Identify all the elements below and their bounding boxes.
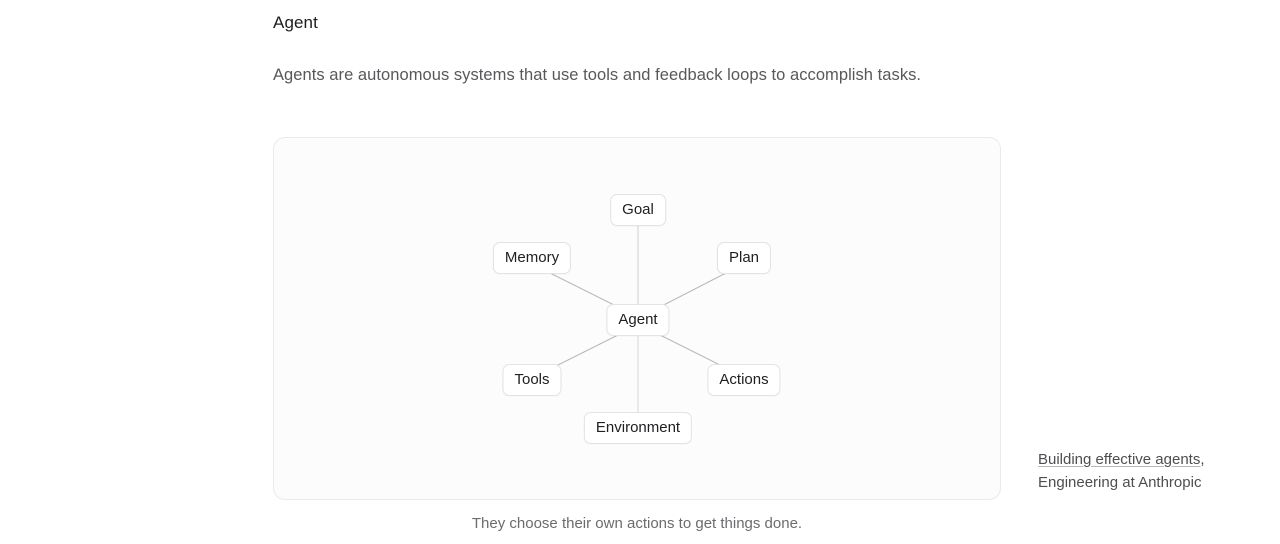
citation-block: Building effective agents, Engineering a…	[1038, 448, 1268, 494]
diagram-node-memory[interactable]: Memory	[492, 242, 572, 274]
edge-agent-actions	[653, 331, 725, 368]
citation-link[interactable]: Building effective agents	[1038, 451, 1201, 468]
diagram-node-agent[interactable]: Agent	[606, 304, 670, 336]
edge-agent-tools	[553, 331, 625, 368]
intro-paragraph: Agents are autonomous systems that use t…	[273, 66, 922, 84]
diagram-node-goal[interactable]: Goal	[610, 194, 666, 226]
diagram-caption: They choose their own actions to get thi…	[471, 515, 803, 532]
diagram-node-environment[interactable]: Environment	[583, 412, 693, 444]
citation-source: Engineering at Anthropic	[1038, 474, 1202, 491]
diagram-panel: Goal Memory Plan Agent Tools Actions Env…	[273, 137, 1001, 500]
diagram-node-plan[interactable]: Plan	[716, 242, 772, 274]
edge-agent-plan	[653, 272, 727, 311]
edge-agent-memory	[549, 272, 625, 311]
diagram-stage: Goal Memory Plan Agent Tools Actions Env…	[274, 138, 1000, 499]
diagram-node-tools[interactable]: Tools	[502, 364, 562, 396]
page-title: Agent	[273, 13, 318, 32]
citation-comma: ,	[1200, 451, 1205, 468]
diagram-node-actions[interactable]: Actions	[707, 364, 781, 396]
diagram-edges	[549, 225, 727, 414]
article-column: Agent Agents are autonomous systems that…	[273, 0, 1003, 89]
